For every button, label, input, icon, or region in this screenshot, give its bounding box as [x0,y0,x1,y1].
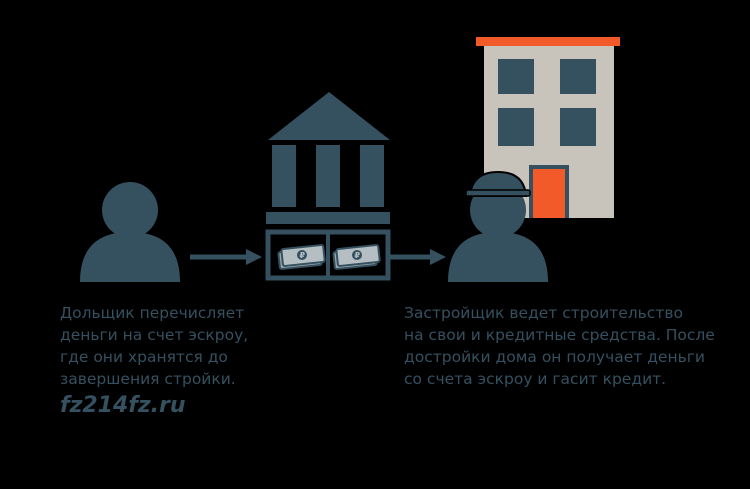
investor-caption: Дольщик перечисляет деньги на счет эскро… [60,304,249,388]
banknote-symbol: ₽ [300,251,306,260]
bank-icon [265,92,391,281]
banknote-icon: ₽ [277,244,326,270]
builder-caption: Застройщик ведет строительство на свои и… [404,304,715,388]
builder-person-icon [448,170,548,282]
site-url: fz214fz.ru [60,393,186,418]
arrow-right-icon [389,249,446,265]
banknote-symbol: ₽ [355,251,361,260]
banknote-icon: ₽ [332,244,381,270]
person-icon [80,182,180,282]
apartment-building-icon [476,37,620,218]
arrow-right-icon [190,249,262,265]
